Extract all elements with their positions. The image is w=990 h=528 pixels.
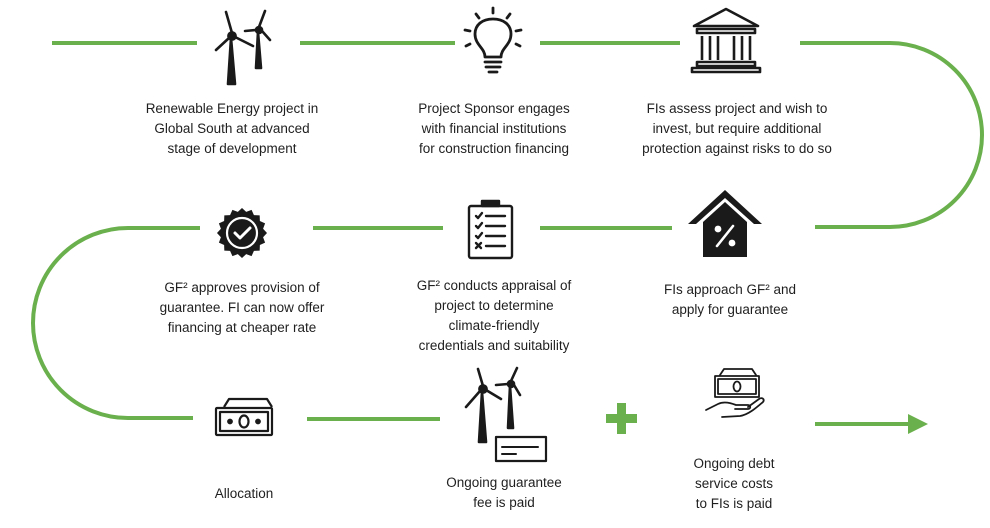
caption-line: GF² approves provision of bbox=[164, 280, 320, 295]
caption-line: service costs bbox=[694, 476, 774, 491]
step-caption-guarantee-fee: Ongoing guarantee fee is paid bbox=[424, 473, 584, 513]
caption-line: Ongoing guarantee bbox=[446, 475, 562, 490]
checklist-clipboard-icon bbox=[467, 199, 514, 260]
hand-holding-money-icon bbox=[705, 368, 765, 418]
step-caption-fis-approach: FIs approach GF² and apply for guarantee bbox=[620, 280, 840, 320]
turbines-with-cheque-icon bbox=[464, 366, 548, 463]
step-caption-sponsor-engages: Project Sponsor engages with financial i… bbox=[384, 99, 604, 159]
step-caption-fis-assess: FIs assess project and wish to invest, b… bbox=[612, 99, 862, 159]
plus-icon bbox=[606, 403, 637, 434]
caption-line: apply for guarantee bbox=[671, 302, 789, 317]
caption-line: project to determine bbox=[434, 298, 554, 313]
bank-building-icon bbox=[690, 7, 762, 74]
approval-badge-icon bbox=[217, 208, 267, 258]
banknote-icon bbox=[214, 397, 274, 437]
caption-line: Project Sponsor engages bbox=[418, 101, 570, 116]
path-curve-right bbox=[800, 41, 984, 229]
lightbulb-icon bbox=[463, 6, 523, 74]
caption-line: fee is paid bbox=[473, 495, 535, 510]
step-caption-approves: GF² approves provision of guarantee. FI … bbox=[132, 278, 352, 338]
step-caption-allocation: Allocation bbox=[174, 484, 314, 504]
caption-line: Ongoing debt bbox=[693, 456, 775, 471]
caption-line: climate-friendly bbox=[448, 318, 540, 333]
caption-line: Allocation bbox=[214, 486, 274, 501]
caption-line: Global South at advanced bbox=[154, 121, 310, 136]
path-curve-left bbox=[31, 226, 200, 420]
caption-line: invest, but require additional bbox=[652, 121, 822, 136]
arrow-right-icon bbox=[908, 414, 928, 434]
caption-line: with financial institutions bbox=[421, 121, 567, 136]
step-caption-debt-service: Ongoing debt service costs to FIs is pai… bbox=[664, 454, 804, 514]
caption-line: guarantee. FI can now offer bbox=[159, 300, 325, 315]
caption-line: Renewable Energy project in bbox=[145, 101, 319, 116]
step-caption-appraisal: GF² conducts appraisal of project to det… bbox=[384, 276, 604, 356]
caption-line: GF² conducts appraisal of bbox=[416, 278, 572, 293]
caption-line: protection against risks to do so bbox=[642, 141, 832, 156]
caption-line: financing at cheaper rate bbox=[167, 320, 317, 335]
step-caption-renewable-project: Renewable Energy project in Global South… bbox=[122, 99, 342, 159]
wind-turbines-icon bbox=[214, 9, 272, 86]
caption-line: FIs approach GF² and bbox=[663, 282, 797, 297]
percent-house-icon bbox=[688, 190, 762, 257]
caption-line: FIs assess project and wish to bbox=[646, 101, 828, 116]
caption-line: to FIs is paid bbox=[695, 496, 773, 511]
caption-line: stage of development bbox=[167, 141, 297, 156]
caption-line: for construction financing bbox=[418, 141, 570, 156]
caption-line: credentials and suitability bbox=[418, 338, 570, 353]
